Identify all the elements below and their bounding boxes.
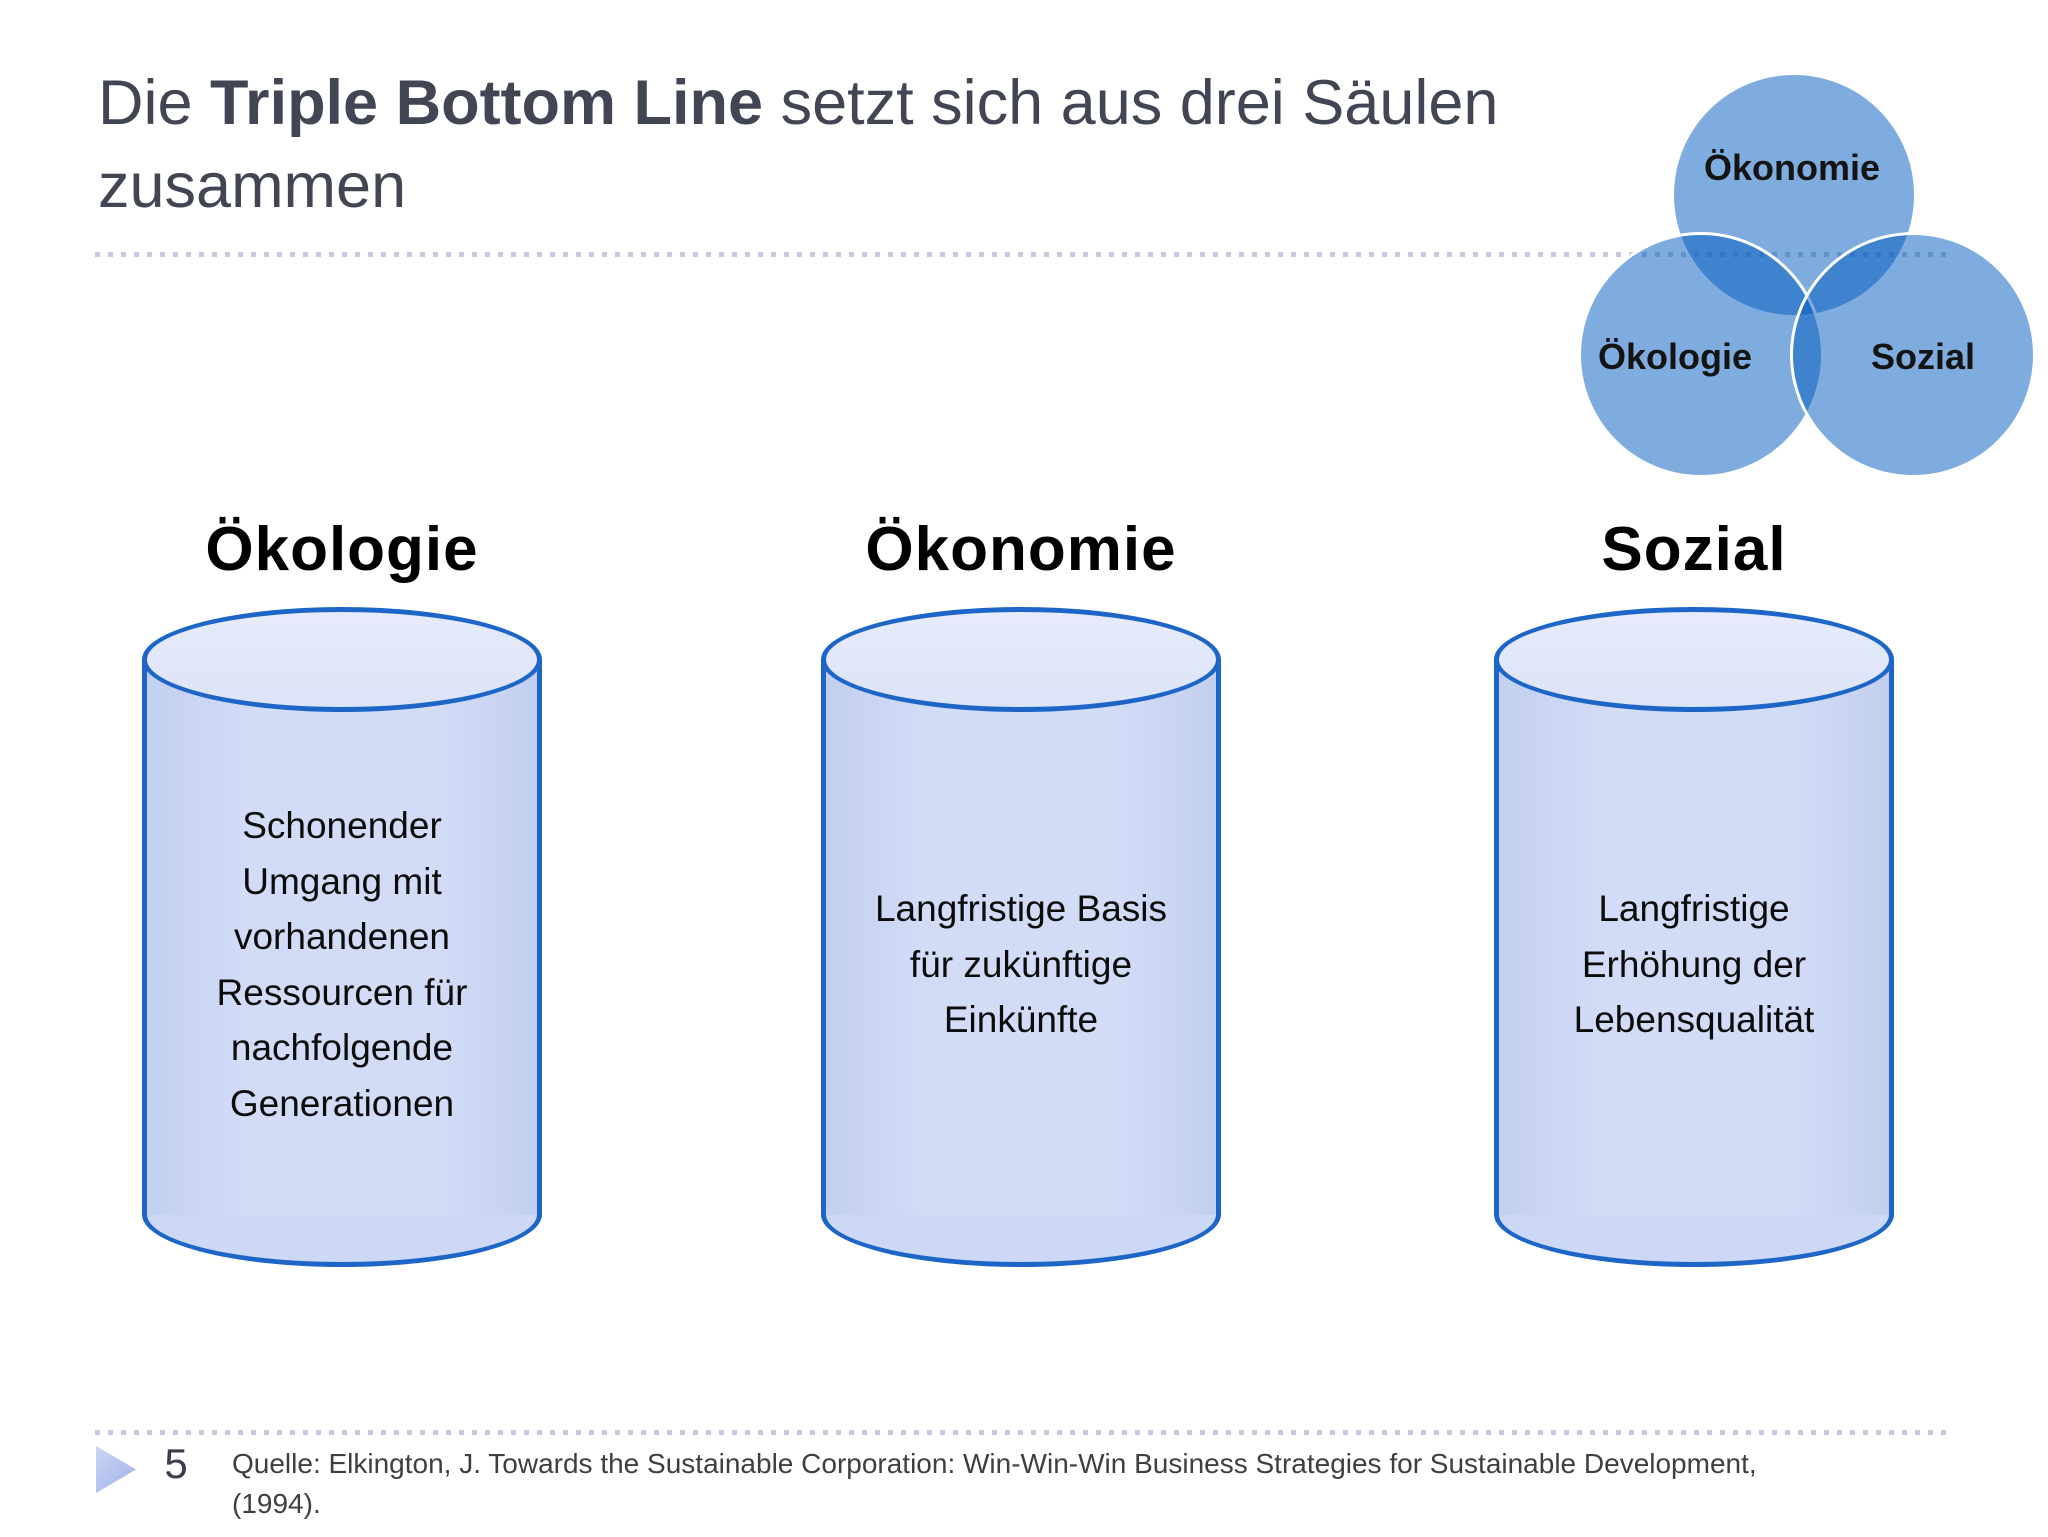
slide-title: Die Triple Bottom Line setzt sich aus dr… [98, 62, 1598, 228]
cylinder-okologie: Schonender Umgang mit vorhandenen Ressou… [142, 607, 542, 1267]
venn-label-okologie: Ökologie [1597, 336, 1753, 377]
cylinder-top-ellipse [821, 607, 1221, 712]
cylinder-body [1494, 659, 1894, 1215]
title-text-1: Die [98, 68, 211, 138]
cylinder-okonomie: Langfristige Basis für zukünftige Einkün… [821, 607, 1221, 1267]
title-text-2: setzt sich aus drei Säulen [763, 68, 1499, 138]
cylinder-top-ellipse [1494, 607, 1894, 712]
cylinder-text-sozial: Langfristige Erhöhung der Lebensqualität [1573, 888, 1815, 1041]
venn-label-okonomie: Ökonomie [1703, 147, 1881, 188]
cylinder-text-okologie: Schonender Umgang mit vorhandenen Ressou… [216, 805, 468, 1124]
title-divider [95, 252, 1953, 257]
cylinder-sozial: Langfristige Erhöhung der Lebensqualität [1494, 607, 1894, 1267]
cylinder-text-okonomie: Langfristige Basis für zukünftige Einkün… [874, 888, 1168, 1041]
pillar-heading-okonomie: Ökonomie [865, 515, 1177, 584]
venn-label-sozial: Sozial [1870, 336, 1976, 377]
pillar-heading-sozial: Sozial [1601, 515, 1787, 584]
cylinder-body [142, 659, 542, 1215]
venn-circle-sozial [1790, 232, 2036, 478]
pillar-heading-okologie: Ökologie [205, 515, 479, 584]
footer-divider [95, 1430, 1953, 1435]
venn-diagram: Ökonomie Ökologie Sozial [1578, 69, 2048, 481]
cylinder-body [821, 659, 1221, 1215]
title-text-bold: Triple Bottom Line [210, 68, 764, 138]
source-citation: Quelle: Elkington, J. Towards the Sustai… [232, 1448, 1757, 1520]
title-text-line2: zusammen [98, 151, 407, 222]
page-number: 5 [164, 1440, 188, 1487]
arrow-right-icon [96, 1446, 136, 1493]
cylinder-top-ellipse [142, 607, 542, 712]
